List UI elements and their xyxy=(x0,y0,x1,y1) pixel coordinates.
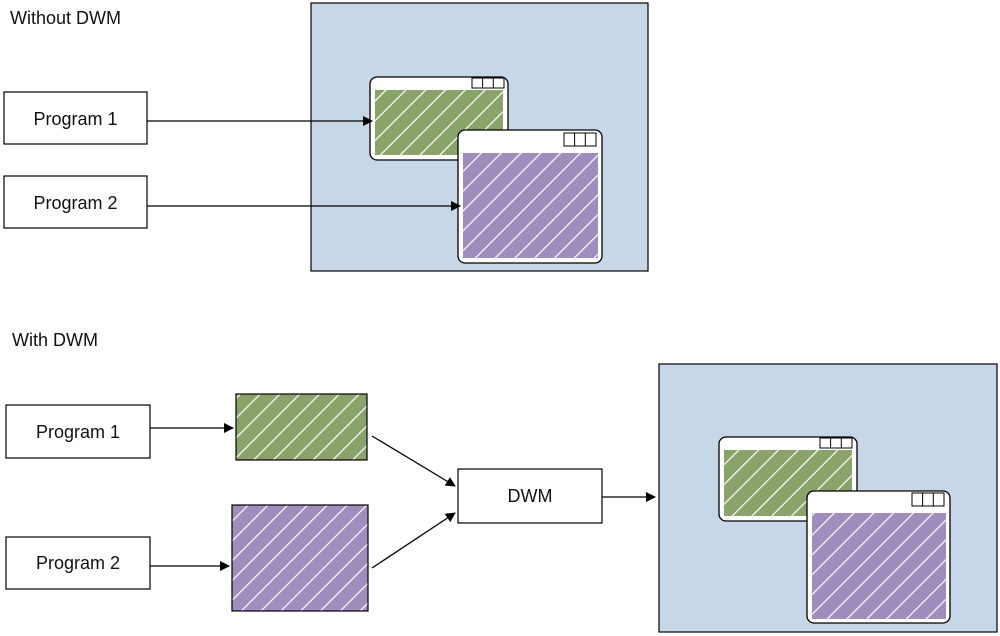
bottom-program1-label: Program 1 xyxy=(36,422,120,442)
bottom-program2-label: Program 2 xyxy=(36,553,120,573)
bottom-window-purple-content xyxy=(812,513,946,619)
arrow-purple-to-dwm xyxy=(371,512,456,569)
bottom-program2-box: Program 2 xyxy=(5,536,151,590)
window-controls-icon xyxy=(911,492,945,507)
without-dwm-title: Without DWM xyxy=(10,8,121,28)
offscreen-surface-green xyxy=(235,393,368,461)
top-window-purple-content xyxy=(463,153,598,258)
with-dwm-title: With DWM xyxy=(12,330,98,350)
top-program2-box: Program 2 xyxy=(3,175,148,229)
dwm-box: DWM xyxy=(457,468,603,524)
bottom-program1-box: Program 1 xyxy=(5,404,151,459)
arrow-green-to-dwm xyxy=(371,435,456,487)
window-controls-icon xyxy=(471,77,505,89)
top-program2-label: Program 2 xyxy=(33,193,117,213)
window-controls-icon xyxy=(819,437,853,449)
window-controls-icon xyxy=(563,132,597,147)
top-program1-box: Program 1 xyxy=(3,91,148,145)
dwm-label: DWM xyxy=(508,486,553,506)
top-window-purple xyxy=(457,129,603,264)
bottom-window-purple xyxy=(806,490,951,624)
top-program1-label: Program 1 xyxy=(33,109,117,129)
offscreen-surface-purple xyxy=(231,504,369,612)
